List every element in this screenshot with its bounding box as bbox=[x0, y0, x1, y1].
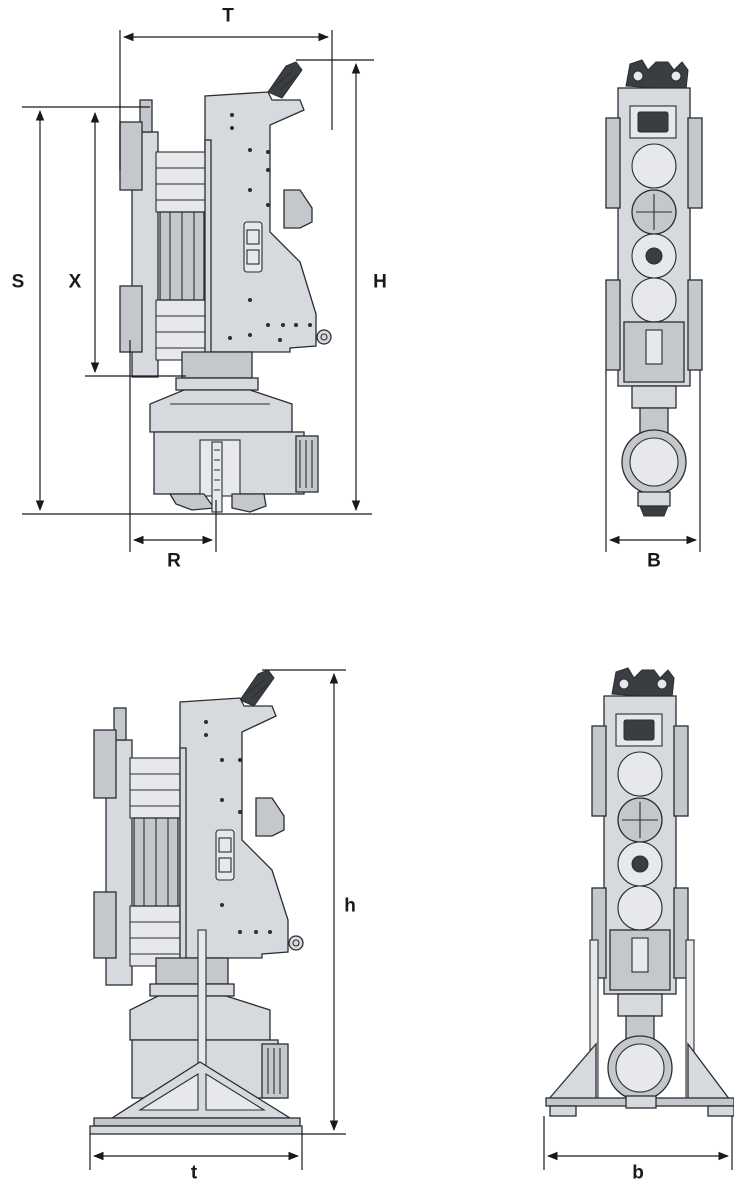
dimension-label-t: t bbox=[190, 1162, 198, 1184]
hose-fitting bbox=[267, 61, 303, 99]
dimension-label-H: H bbox=[373, 271, 387, 293]
transport-stand bbox=[89, 1061, 303, 1135]
dimension-label-T: T bbox=[222, 5, 234, 27]
dimension-label-B: B bbox=[647, 550, 661, 572]
dimension-label-X: X bbox=[68, 271, 82, 293]
dimension-label-h: h bbox=[344, 895, 356, 917]
side-view-standard bbox=[119, 61, 332, 513]
front-view-standard bbox=[605, 59, 703, 517]
side-view-on-stand bbox=[89, 669, 304, 1135]
dimension-label-S: S bbox=[11, 271, 25, 293]
hose-fitting-stand bbox=[239, 669, 275, 707]
bolt-pattern bbox=[228, 113, 312, 342]
dimensions-view-3 bbox=[89, 669, 346, 1170]
dimensions-view-4 bbox=[543, 1116, 733, 1170]
dimensions-view-2 bbox=[605, 370, 701, 552]
dimension-label-b: b bbox=[632, 1162, 644, 1184]
dimensions-view-1 bbox=[22, 30, 374, 552]
front-view-on-stand bbox=[545, 667, 734, 1117]
dimension-label-R: R bbox=[167, 550, 181, 572]
